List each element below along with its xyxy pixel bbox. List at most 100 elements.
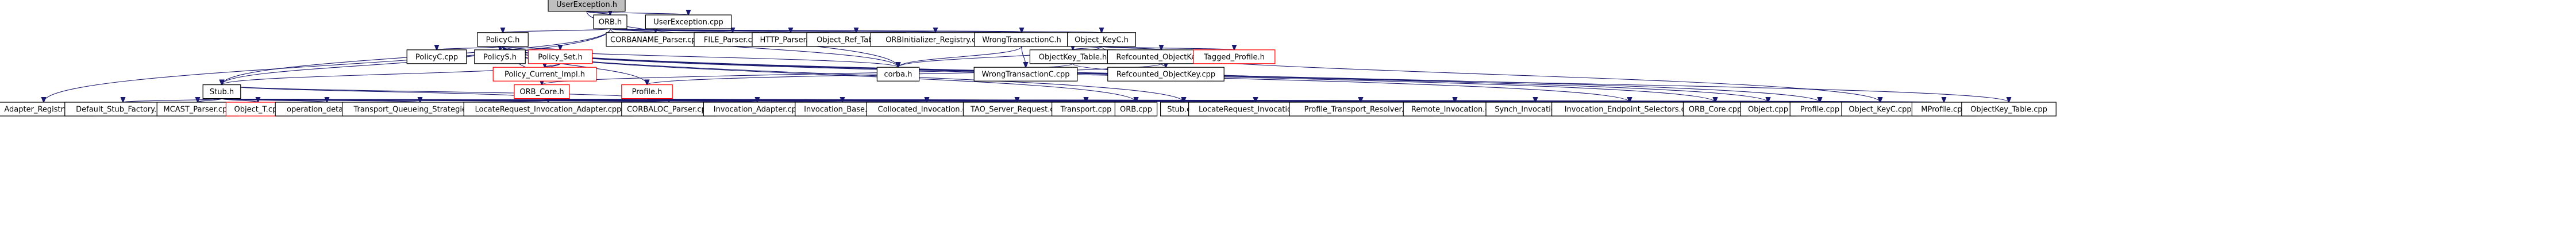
node-mcast-parser-cpp[interactable]: MCAST_Parser.cpp (156, 102, 239, 117)
edge-object-keyc-h-to-objectkey-table-h (1073, 47, 1102, 50)
node-label: Object_KeyC.cpp (1849, 106, 1911, 114)
node-label: LocateRequest_Invocation.cpp (1199, 106, 1312, 114)
node-label: TAO_Server_Request.cpp (970, 106, 1064, 114)
node-label: UserException.cpp (653, 18, 723, 27)
node-label: MCAST_Parser.cpp (163, 106, 232, 114)
node-objectkey-table-h[interactable]: ObjectKey_Table.h (1029, 49, 1116, 64)
edge-stub-h-to-object-t-cpp (221, 99, 258, 102)
node-box[interactable] (548, 0, 626, 12)
node-label: Transport.cpp (1060, 106, 1112, 114)
node-objectkey-table-cpp[interactable]: ObjectKey_Table.cpp (1961, 102, 2057, 117)
node-box[interactable] (202, 84, 241, 99)
node-box[interactable] (1051, 102, 1120, 117)
node-box[interactable] (492, 67, 597, 82)
edge-orb-core-h-to-stub-h (222, 85, 542, 99)
node-wrongtransactionc-h[interactable]: WrongTransactionC.h (974, 32, 1069, 47)
node-box[interactable] (621, 102, 717, 117)
node-label: corba.h (884, 71, 912, 79)
node-orb-core-cpp[interactable]: ORB_Core.cpp (1682, 102, 1748, 117)
node-policyc-cpp[interactable]: PolicyC.cpp (406, 49, 467, 64)
node-adapter-registry-cpp[interactable]: Adapter_Registry.cpp (0, 102, 94, 117)
node-label: HTTP_Parser.cpp (760, 36, 821, 44)
node-label: Profile_Transport_Resolver.cpp (1304, 106, 1418, 114)
node-corbaloc-parser-cpp[interactable]: CORBALOC_Parser.cpp (621, 102, 717, 117)
node-label: Refcounted_ObjectKey.h (1116, 53, 1207, 61)
node-label: UserException.h (556, 1, 617, 9)
edge-userexception-h-to-orb-h (586, 11, 610, 15)
node-box[interactable] (1961, 102, 2057, 117)
node-box[interactable] (876, 67, 920, 82)
node-box[interactable] (1740, 102, 1796, 117)
edge-policyc-h-to-policyc-cpp (437, 47, 503, 50)
node-object-keyc-h[interactable]: Object_KeyC.h (1066, 32, 1136, 47)
node-label: ORBInitializer_Registry.cpp (885, 36, 985, 44)
node-profile-cpp[interactable]: Profile.cpp (1789, 102, 1850, 117)
node-label: Policy_Current_Impl.h (505, 71, 585, 79)
node-box[interactable] (463, 102, 633, 117)
node-label: PolicyC.cpp (415, 53, 458, 61)
node-label: Adapter_Registry.cpp (4, 106, 83, 114)
node-box[interactable] (974, 32, 1069, 47)
edge-stub-h-to-default-stub-factory-cpp (123, 99, 222, 102)
node-policy-set-h[interactable]: Policy_Set.h (527, 49, 593, 64)
node-corbaname-parser-cpp[interactable]: CORBANAME_Parser.cpp (606, 32, 706, 47)
node-label: LocateRequest_Invocation_Adapter.cpp (475, 106, 622, 114)
node-object-keyc-cpp[interactable]: Object_KeyC.cpp (1841, 102, 1919, 117)
node-box[interactable] (606, 32, 706, 47)
node-label: WrongTransactionC.h (982, 36, 1061, 44)
node-box[interactable] (1066, 32, 1136, 47)
node-box[interactable] (514, 84, 570, 99)
node-box[interactable] (527, 49, 593, 64)
node-label: Transport_Queueing_Strategies.cpp (353, 106, 487, 114)
node-locaterequest-invocation-adapter-cpp[interactable]: LocateRequest_Invocation_Adapter.cpp (463, 102, 633, 117)
node-tagged-profile-h[interactable]: Tagged_Profile.h (1193, 49, 1276, 64)
edge-object-keyc-h-to-tagged-profile-h (1101, 47, 1234, 50)
node-userexception-cpp[interactable]: UserException.cpp (645, 14, 732, 29)
node-corba-h[interactable]: corba.h (876, 67, 920, 82)
node-policyc-h[interactable]: PolicyC.h (477, 32, 529, 47)
edge-orb-h-to-object-keyc-h (610, 29, 1102, 33)
node-transport-cpp[interactable]: Transport.cpp (1051, 102, 1120, 117)
node-box[interactable] (1789, 102, 1850, 117)
node-label: Profile.h (632, 88, 663, 96)
edge-profile-h-to-stub-cpp (646, 99, 1184, 102)
edge-profile-h-to-object-keyc-cpp (646, 99, 1880, 102)
node-orb-core-h[interactable]: ORB_Core.h (514, 84, 570, 99)
node-label: Policy_Set.h (538, 53, 583, 61)
node-box[interactable] (474, 49, 526, 64)
node-orb-cpp[interactable]: ORB.cpp (1114, 102, 1158, 117)
node-label: Remote_Invocation.cpp (1411, 106, 1499, 114)
node-object-cpp[interactable]: Object.cpp (1740, 102, 1796, 117)
node-orb-h[interactable]: ORB.h (593, 14, 627, 29)
node-box[interactable] (703, 102, 812, 117)
node-label: ORB.h (599, 18, 622, 27)
node-box[interactable] (1841, 102, 1919, 117)
node-box[interactable] (1029, 49, 1116, 64)
node-box[interactable] (477, 32, 529, 47)
node-invocation-adapter-cpp[interactable]: Invocation_Adapter.cpp (703, 102, 812, 117)
node-stub-h[interactable]: Stub.h (202, 84, 241, 99)
node-box[interactable] (1114, 102, 1158, 117)
node-box[interactable] (973, 67, 1078, 82)
node-policys-h[interactable]: PolicyS.h (474, 49, 526, 64)
node-box[interactable] (156, 102, 239, 117)
node-policy-current-impl-h[interactable]: Policy_Current_Impl.h (492, 67, 597, 82)
edge-orb-core-h-to-invocation-adapter-cpp (541, 99, 757, 102)
node-invocation-endpoint-selectors-cpp[interactable]: Invocation_Endpoint_Selectors.cpp (1551, 102, 1708, 117)
edge-orb-h-to-corbaname-parser-cpp (610, 29, 656, 33)
node-box[interactable] (645, 14, 732, 29)
node-box[interactable] (1551, 102, 1708, 117)
node-box[interactable] (1193, 49, 1276, 64)
node-profile-h[interactable]: Profile.h (621, 84, 673, 99)
edge-orb-h-to-policyc-h (503, 29, 611, 33)
node-refcounted-objectkey-cpp[interactable]: Refcounted_ObjectKey.cpp (1107, 67, 1225, 82)
node-userexception-h[interactable]: UserException.h (548, 0, 626, 12)
node-label: ObjectKey_Table.cpp (1970, 106, 2047, 114)
node-box[interactable] (593, 14, 627, 29)
node-label: CORBANAME_Parser.cpp (610, 36, 701, 44)
node-box[interactable] (621, 84, 673, 99)
node-box[interactable] (406, 49, 467, 64)
node-box[interactable] (1107, 67, 1225, 82)
edge-stub-h-to-transport-queueing-strategies-cpp (221, 99, 420, 102)
node-wrongtransactionc-cpp[interactable]: WrongTransactionC.cpp (973, 67, 1078, 82)
